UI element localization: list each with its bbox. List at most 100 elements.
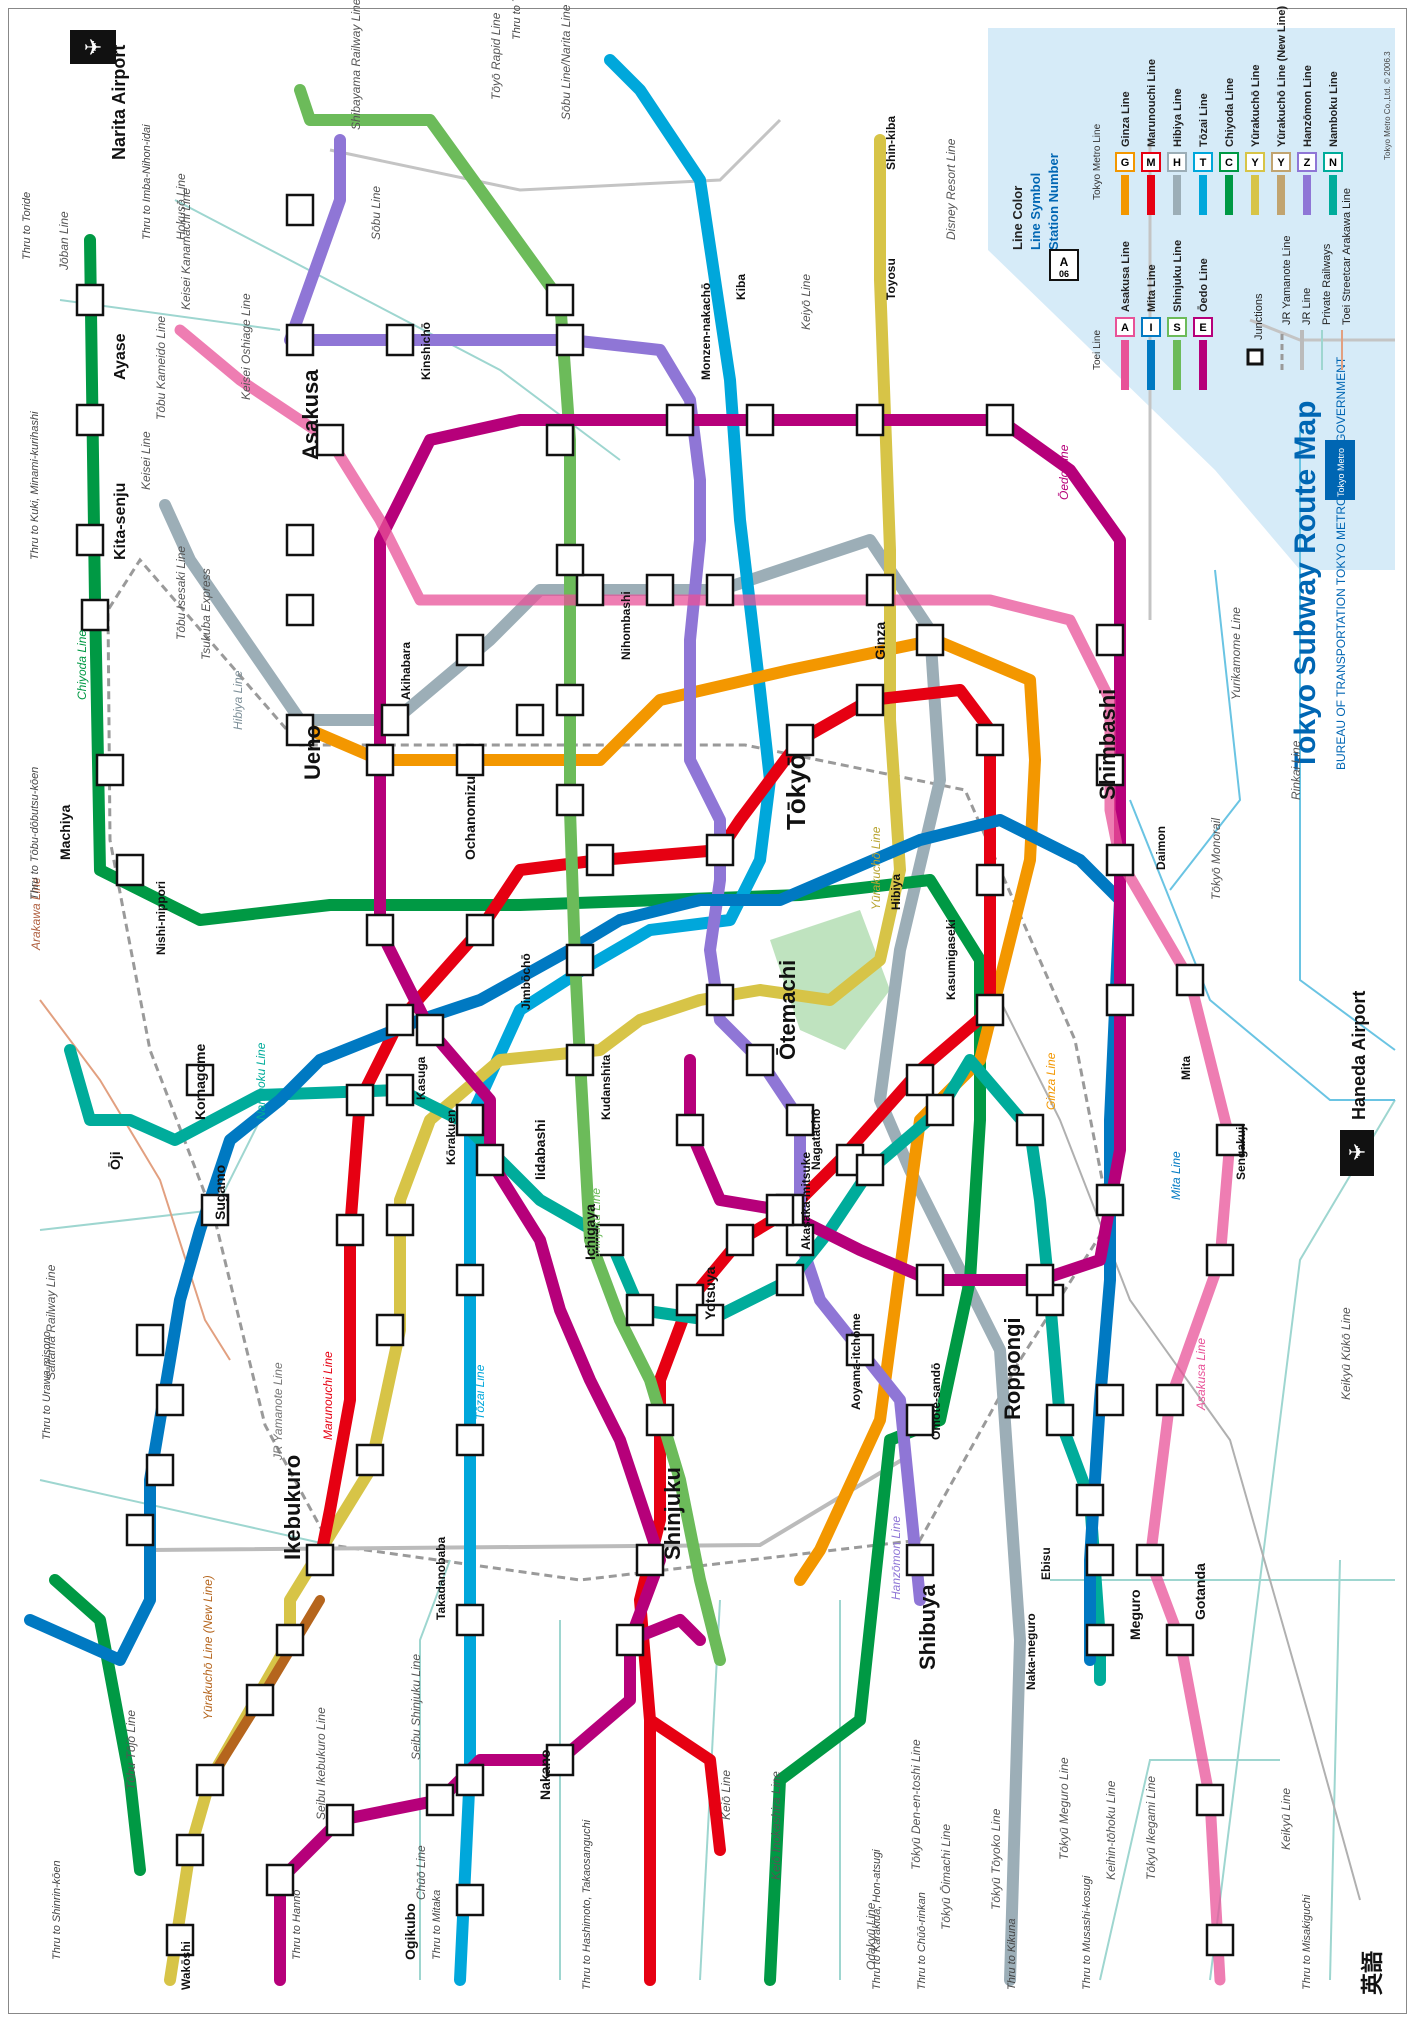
- station-marker: [1165, 1623, 1195, 1657]
- private-line-3: [419, 1559, 451, 1980]
- station-name-aoyama-itchome: Aoyama-itchōme: [849, 1313, 863, 1410]
- through-service-label: Thru to Musashi-kosugi: [1081, 1875, 1093, 1990]
- label-mita-line: Mita Line: [1169, 1151, 1183, 1200]
- otemachi-area: [770, 910, 890, 1050]
- rinkai-line: [1299, 430, 1396, 1051]
- station-marker: [555, 543, 585, 577]
- station-marker: [905, 1403, 935, 1437]
- station-marker: [775, 1263, 805, 1297]
- jr-sobu-line: [329, 118, 782, 192]
- legend-line-letter: T: [1200, 157, 1207, 169]
- station-marker: [265, 1863, 295, 1897]
- through-service-label: Thru to Hannō: [291, 1890, 303, 1960]
- label-hibiya-line: Hibiya Line: [231, 670, 245, 730]
- station-marker: [80, 598, 110, 632]
- station-marker: [615, 1623, 645, 1657]
- station-name-kudanshita: Kudanshita: [599, 1054, 613, 1120]
- through-service-label: Thru to Tōyō-katsutadai: [511, 0, 523, 40]
- station-marker: [705, 833, 735, 867]
- legend-line-letter: C: [1225, 157, 1233, 169]
- station-name-kita-senju: Kita-senju: [112, 483, 129, 560]
- legend-line-letter: E: [1199, 322, 1206, 334]
- label-seibu-shinjuku: Seibu Shinjuku Line: [409, 1654, 423, 1760]
- station-marker: [355, 1443, 385, 1477]
- station-marker: [1025, 1263, 1055, 1297]
- station-marker: [845, 1333, 875, 1367]
- legend-line-name: Shinjuku Line: [1172, 240, 1184, 312]
- tokyo-metro-logo: Tokyo Metro: [1325, 440, 1355, 500]
- station-marker: [285, 593, 315, 627]
- station-marker: [385, 1003, 415, 1037]
- label-tobu-isesaki: Tōbu Isesaki Line: [174, 546, 188, 640]
- legend-symbol-box: [1271, 152, 1291, 172]
- station-marker: [1135, 1543, 1165, 1577]
- private-line-8: [1209, 1099, 1396, 1981]
- station-marker: [185, 1063, 215, 1097]
- label-keisei-kanamachi: Keisei Kanamachi Line: [179, 188, 193, 310]
- station-marker: [565, 943, 595, 977]
- station-name-jimbocho: Jimbōchō: [519, 953, 533, 1010]
- station-name-nakano: Nakano: [537, 1749, 553, 1800]
- label-tsukuba-express: Tsukuba Express: [199, 568, 213, 660]
- station-marker: [1085, 1543, 1115, 1577]
- legend-line-name: Marunouchi Line: [1146, 59, 1158, 147]
- station-marker: [915, 1263, 945, 1297]
- station-marker: [595, 1223, 625, 1257]
- background-rail-lines: [39, 118, 1396, 1981]
- station-name-mita: Mita: [1179, 1056, 1193, 1080]
- legend-private: Private Railways: [1321, 243, 1333, 370]
- legend-symbol-box: [1141, 152, 1161, 172]
- haneda-airport: ✈ Haneda Airport: [1340, 991, 1374, 1176]
- label-tozai-line: Tōzai Line: [473, 1364, 487, 1420]
- legend-line-name: Namboku Line: [1328, 71, 1340, 147]
- label-tokyu-oimachi: Tōkyū Ōimachi Line: [939, 1824, 953, 1930]
- station-name-nishi-nippori: Nishi-nippori: [154, 881, 168, 955]
- label-shibayama: Shibayama Railway Line: [349, 0, 363, 130]
- label-seibu-ikebukuro: Seibu Ikebukuro Line: [314, 1707, 328, 1820]
- station-marker: [645, 1403, 675, 1437]
- station-marker: [1205, 1923, 1235, 1957]
- station-marker: [905, 1543, 935, 1577]
- legend-line-letter: Z: [1304, 157, 1311, 169]
- legend-symbol-box: [1219, 152, 1239, 172]
- label-tokyu-dentoshi: Tōkyū Den-en-toshi Line: [909, 1739, 923, 1870]
- station-marker: [455, 1263, 485, 1297]
- station-marker: [865, 573, 895, 607]
- legend-line-letter: A: [1121, 322, 1129, 334]
- haneda-plane-icon: ✈: [1348, 1140, 1366, 1165]
- legend-line-name: Tōzai Line: [1198, 93, 1210, 147]
- station-marker: [725, 1223, 755, 1257]
- through-service-label: Thru to Shinrin-kōen: [51, 1860, 63, 1960]
- station-marker: [95, 753, 125, 787]
- station-name-hibiya: Hibiya: [889, 874, 903, 910]
- legend-example-letter: A: [1060, 255, 1069, 269]
- legend-jr-yamanote-label: JR Yamanote Line: [1281, 236, 1293, 325]
- station-marker: [555, 783, 585, 817]
- legend-line-letter: I: [1149, 322, 1152, 334]
- legend-symbol-box: [1323, 152, 1343, 172]
- station-name-daimon: Daimon: [1154, 826, 1168, 870]
- private-line-9: [1329, 1559, 1341, 1981]
- station-marker: [765, 1193, 795, 1227]
- yurikamome-line: [1169, 569, 1242, 891]
- map-frame: [8, 8, 1407, 2014]
- station-marker: [365, 743, 395, 777]
- label-hokuso-line: Hokusō Line: [174, 173, 188, 240]
- legend-symbol-box: [1297, 152, 1317, 172]
- station-marker: [975, 863, 1005, 897]
- station-name-ebisu: Ebisu: [1039, 1547, 1053, 1580]
- station-marker: [785, 1223, 815, 1257]
- haneda-plane-box: [1340, 1130, 1374, 1176]
- station-name-asakusa: Asakusa: [298, 369, 323, 460]
- asakusa-line: [174, 324, 1236, 1986]
- station-marker: [975, 723, 1005, 757]
- station-marker: [705, 983, 735, 1017]
- station-marker: [625, 1293, 655, 1327]
- legend-symbol-box: [1115, 317, 1135, 337]
- station-name-takadanobaba: Takadanobaba: [434, 1537, 448, 1620]
- legend-junctions-label: Junctions: [1253, 293, 1265, 340]
